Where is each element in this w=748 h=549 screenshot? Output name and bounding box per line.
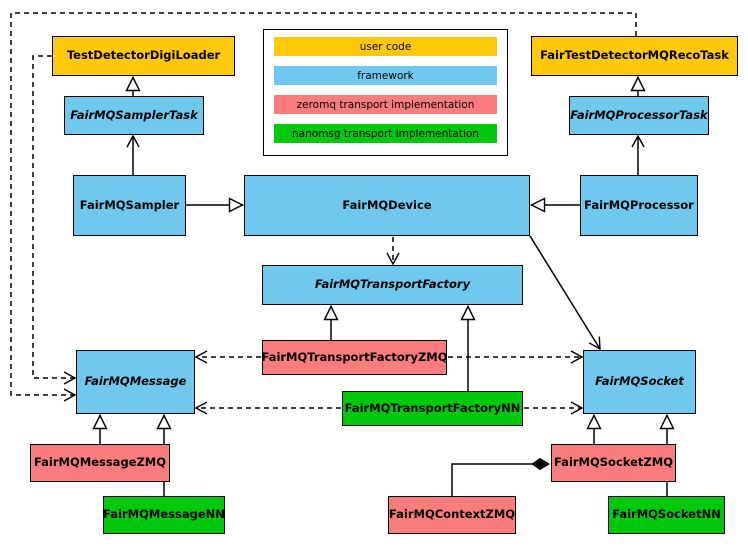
class-node-fairmqprocessor[interactable]: FairMQProcessor (580, 175, 698, 236)
class-node-fairmqprocessortask[interactable]: FairMQProcessorTask (569, 96, 709, 135)
class-node-fairmqsocketnn[interactable]: FairMQSocketNN (608, 496, 725, 534)
class-node-fairmqsocketzmq[interactable]: FairMQSocketZMQ (551, 444, 676, 482)
class-node-fairmqsamplertask[interactable]: FairMQSamplerTask (64, 96, 204, 135)
class-node-fairmqmessagenn[interactable]: FairMQMessageNN (103, 496, 225, 534)
class-node-fairmqtransportfactoryzmq[interactable]: FairMQTransportFactoryZMQ (262, 340, 448, 375)
class-node-fairmqtransportfactorynn[interactable]: FairMQTransportFactoryNN (342, 391, 523, 426)
edge-recotask-to-message (10, 12, 637, 402)
class-node-fairmqtransportfactory[interactable]: FairMQTransportFactory (262, 265, 523, 305)
class-node-fairmqmessage[interactable]: FairMQMessage (76, 350, 195, 414)
class-node-fairmqcontextzmq[interactable]: FairMQContextZMQ (388, 496, 516, 534)
class-node-fairtestdetectormqrecotask[interactable]: FairTestDetectorMQRecoTask (531, 36, 738, 76)
class-node-fairmqdevice[interactable]: FairMQDevice (244, 175, 530, 236)
edge-contextzmq-to-socketzmq (451, 457, 550, 496)
edge-device-to-socket (529, 235, 601, 351)
legend-item-framework: framework (274, 66, 497, 85)
class-node-fairmqsocket[interactable]: FairMQSocket (583, 350, 696, 414)
edge-digiloader-to-message (32, 55, 77, 385)
class-node-fairmqmessagezmq[interactable]: FairMQMessageZMQ (30, 444, 170, 482)
legend-item-zeromq: zeromq transport implementation (274, 95, 497, 114)
class-node-fairmqsampler[interactable]: FairMQSampler (73, 175, 186, 236)
class-node-testdetectordigiloader[interactable]: TestDetectorDigiLoader (52, 36, 235, 76)
legend-item-nanomsg: nanomsg transport implementation (274, 124, 497, 143)
legend-item-user_code: user code (274, 37, 497, 56)
